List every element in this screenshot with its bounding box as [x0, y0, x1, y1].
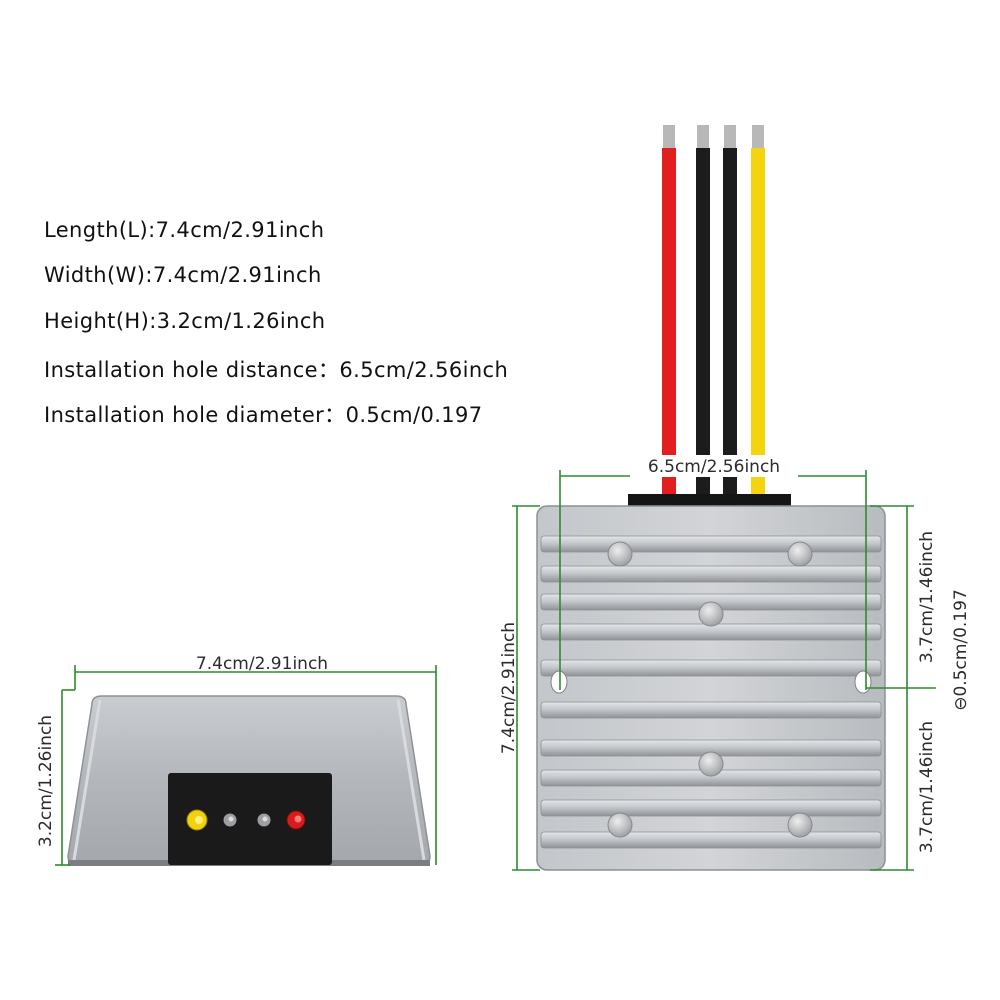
screw-head	[698, 751, 724, 777]
heatsink-fin	[540, 701, 882, 719]
spec-width: Width(W):7.4cm/2.91inch	[44, 263, 322, 287]
terminal-yellow	[186, 809, 208, 831]
spec-length: Length(L):7.4cm/2.91inch	[44, 218, 325, 242]
wire-yellow	[751, 148, 765, 498]
terminal-panel	[168, 773, 332, 865]
right-upper-label: 3.7cm/1.46inch	[917, 531, 937, 663]
side-dimension-lines	[55, 665, 437, 866]
top-dimension-lines	[512, 470, 936, 871]
heatsink-fin	[540, 565, 882, 583]
top-length-label: 7.4cm/2.91inch	[499, 622, 519, 754]
wire-tip-3	[724, 125, 736, 151]
wire-black-1	[696, 148, 710, 498]
wire-tip-4	[752, 125, 764, 151]
wire-red	[662, 148, 676, 498]
top-view	[536, 505, 886, 871]
side-edge-right	[396, 699, 426, 861]
screw-head	[698, 601, 724, 627]
spec-height: Height(H):3.2cm/1.26inch	[44, 309, 326, 333]
heatsink-fins	[540, 535, 882, 849]
terminal-gray-2	[257, 813, 271, 827]
terminal-gray-1	[223, 813, 237, 827]
terminal-red	[286, 810, 306, 830]
side-height-label: 3.2cm/1.26inch	[36, 715, 56, 847]
mounting-hole-right	[854, 670, 872, 694]
screws	[607, 541, 813, 838]
spec-hole-diameter: Installation hole diameter：0.5cm/0.197	[44, 403, 483, 427]
heatsink-fin	[540, 831, 882, 849]
spec-hole-distance: Installation hole distance：6.5cm/2.56inc…	[44, 358, 509, 382]
screw-head	[607, 812, 633, 838]
right-lower-label: 3.7cm/1.46inch	[917, 721, 937, 853]
screw-head	[787, 541, 813, 567]
wires	[662, 125, 765, 498]
hole-distance-label: 6.5cm/2.56inch	[648, 457, 780, 477]
side-view	[67, 695, 431, 866]
heatsink-fin	[540, 659, 882, 677]
mounting-hole-left	[550, 670, 568, 694]
wire-tip-2	[697, 125, 709, 151]
wire-tip-1	[663, 125, 675, 151]
side-width-label: 7.4cm/2.91inch	[196, 654, 328, 674]
hole-diameter-label: ⊖0.5cm/0.197	[951, 589, 971, 711]
side-edge-left	[72, 699, 102, 861]
screw-head	[607, 541, 633, 567]
wire-black-2	[723, 148, 737, 498]
heatsink-fin	[540, 799, 882, 817]
heatsink-fin	[540, 535, 882, 553]
screw-head	[787, 812, 813, 838]
